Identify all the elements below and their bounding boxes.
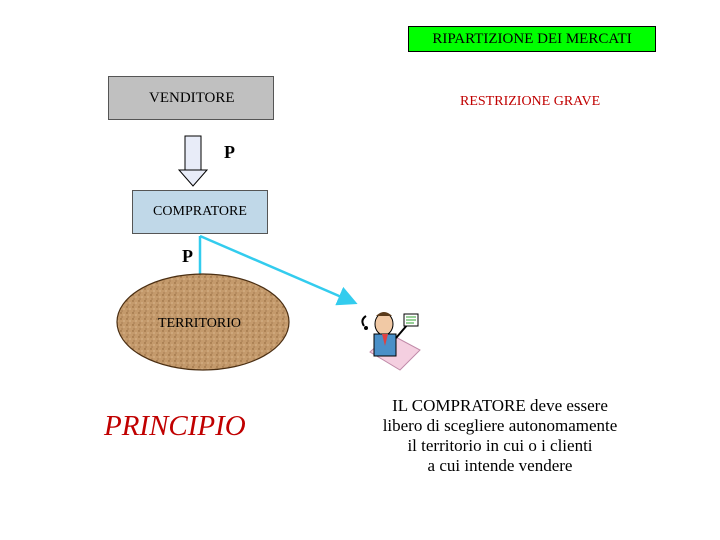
p-label-bottom: P — [182, 246, 193, 267]
buyer-freedom-note: IL COMPRATORE deve essere libero di sceg… — [340, 396, 660, 476]
buyer-box: COMPRATORE — [132, 190, 268, 234]
note-line: IL COMPRATORE deve essere — [340, 396, 660, 416]
seller-label: VENDITORE — [149, 90, 235, 107]
seller-box: VENDITORE — [108, 76, 274, 120]
buyer-label: COMPRATORE — [153, 204, 247, 220]
businessman-icon — [362, 312, 420, 370]
note-line: a cui intende vendere — [340, 456, 660, 476]
down-arrow — [179, 136, 207, 186]
note-line: libero di scegliere autonomamente — [340, 416, 660, 436]
p-label-top: P — [224, 142, 235, 163]
note-line: il territorio in cui o i clienti — [340, 436, 660, 456]
page-title: RIPARTIZIONE DEI MERCATI — [408, 26, 656, 52]
principle-label: PRINCIPIO — [104, 410, 246, 443]
restriction-label: RESTRIZIONE GRAVE — [460, 94, 600, 110]
territory-label: TERRITORIO — [158, 316, 241, 332]
